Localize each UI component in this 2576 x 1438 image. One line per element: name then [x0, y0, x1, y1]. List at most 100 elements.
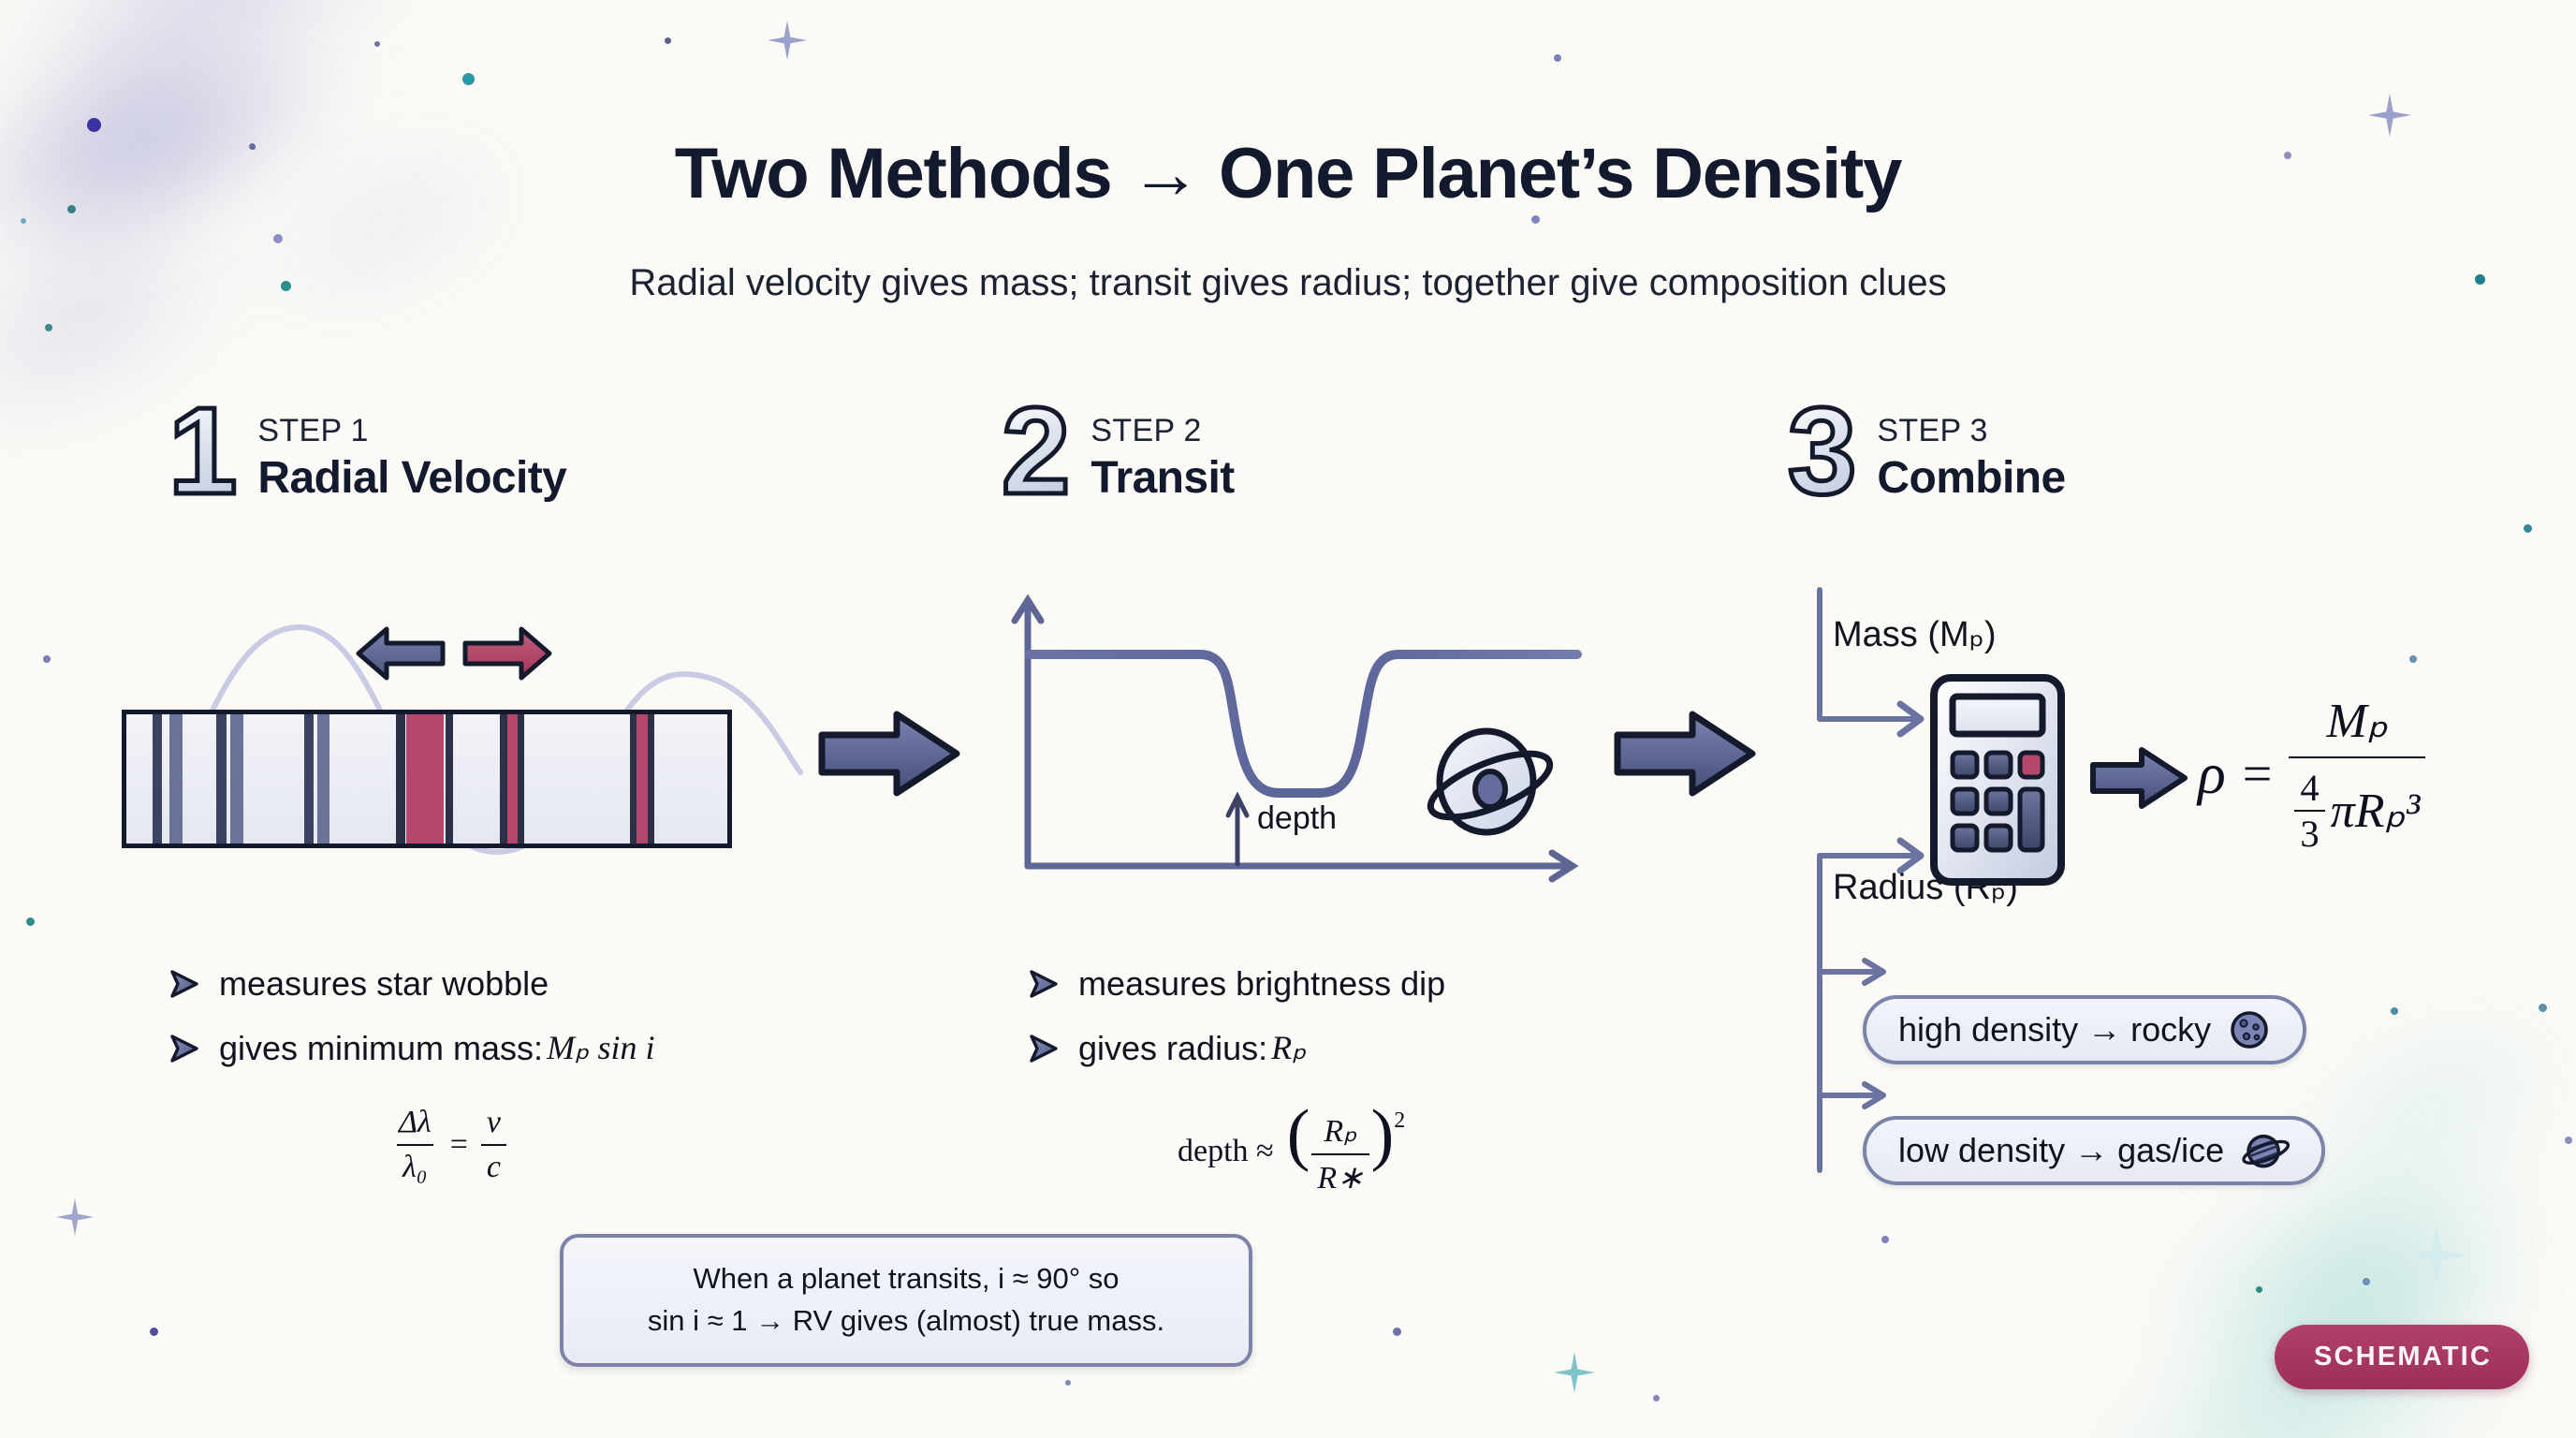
list-item: gives radius: Rₚ	[1026, 1029, 1681, 1067]
rocky-planet-icon	[2228, 1008, 2271, 1051]
star-dot	[273, 234, 283, 243]
callout-box: When a planet transits, i ≈ 90° so sin i…	[560, 1234, 1252, 1367]
density-denominator: 4 3 πRₚ³	[2289, 756, 2426, 856]
absorption-line-red	[648, 714, 654, 844]
outcome-label-low-density: low density → gas/ice	[1898, 1131, 2225, 1169]
four-over-three-num: 4	[2300, 767, 2320, 809]
y-axis	[1011, 594, 1045, 870]
bullet-text: gives radius:	[1078, 1029, 1268, 1068]
density-formula: ρ = Mₚ 4 3 πRₚ³	[2198, 693, 2426, 856]
depth-marker	[1225, 791, 1250, 867]
radius-planet-symbol: Rₚ	[1324, 1114, 1357, 1149]
sparkle-icon	[2406, 1225, 2467, 1286]
list-item: gives minimum mass: Mₚ sin i	[167, 1029, 822, 1067]
bullet-math: Mₚ sin i	[547, 1029, 655, 1067]
flow-arrow-step2-to-step3	[1614, 711, 1756, 797]
bullet-text: measures brightness dip	[1078, 964, 1446, 1003]
step-kicker-2: STEP 2	[1090, 413, 1202, 448]
page-title: Two Methods → One Planet’s Density	[674, 134, 1903, 213]
star-dot	[1393, 1328, 1401, 1336]
density-symbol: ρ	[2198, 741, 2226, 806]
speed-of-light-symbol: c	[480, 1144, 506, 1185]
star-dot	[2256, 1286, 2262, 1293]
step-kicker-3: STEP 3	[1877, 413, 1988, 448]
equals-sign: =	[2242, 745, 2273, 803]
pi-r-cubed: πRₚ³	[2330, 785, 2421, 838]
star-dot	[2363, 1278, 2370, 1285]
density-numerator: Mₚ	[2326, 695, 2389, 748]
star-dot	[665, 37, 671, 44]
step-number-2: 2	[999, 382, 1072, 520]
absorption-line-red	[637, 714, 648, 844]
absorption-line-red	[396, 714, 405, 844]
velocity-symbol: v	[486, 1105, 501, 1139]
star-dot	[45, 324, 52, 331]
exponent-two: 2	[1394, 1108, 1406, 1133]
callout-line-2: sin i ≈ 1 → RV gives (almost) true mass.	[647, 1303, 1165, 1337]
x-axis	[1024, 849, 1579, 883]
callout-line-1: When a planet transits, i ≈ 90° so	[693, 1262, 1120, 1295]
delta-lambda: Δλ	[399, 1105, 432, 1139]
bullet-triangle-icon	[167, 967, 200, 1001]
status-badge: SCHEMATIC	[2275, 1325, 2530, 1389]
star-dot	[374, 41, 380, 47]
flow-arrow-step1-to-step2	[818, 711, 960, 797]
step-title-2: Transit	[1090, 453, 1235, 504]
step1-bullet-list: measures star wobble gives minimum mass:…	[167, 964, 822, 1094]
bullet-text: measures star wobble	[219, 964, 549, 1003]
spectrum-diagram	[122, 571, 805, 871]
star-dot	[2565, 1137, 2572, 1144]
step2-bullet-list: measures brightness dip gives radius: Rₚ	[1026, 964, 1681, 1094]
bullet-text: gives minimum mass:	[219, 1029, 544, 1068]
star-dot	[1881, 1236, 1889, 1243]
step-header-1: 1 STEP 1 Radial Velocity	[166, 387, 567, 515]
page-subtitle: Radial velocity gives mass; transit give…	[629, 262, 1947, 303]
four-over-three-den: 3	[2294, 810, 2325, 856]
bullet-math: Rₚ	[1271, 1029, 1307, 1067]
bullet-triangle-icon	[1026, 1032, 1060, 1065]
list-item: measures star wobble	[167, 964, 822, 1003]
absorption-line-blue	[317, 714, 329, 844]
step-number-3: 3	[1785, 382, 1858, 520]
calculator-to-formula-arrow	[2090, 747, 2188, 809]
transit-lightcurve-diagram: depth	[992, 576, 1591, 885]
list-item: measures brightness dip	[1026, 964, 1681, 1003]
gas-giant-icon	[2241, 1128, 2291, 1173]
absorption-line-blue	[153, 714, 162, 844]
radius-star-symbol: R∗	[1311, 1153, 1369, 1196]
absorption-line-blue	[230, 714, 243, 844]
depth-approx-lead: depth ≈	[1178, 1134, 1274, 1168]
absorption-line-blue	[169, 714, 183, 844]
calculator-icon	[1930, 674, 2065, 886]
star-dot	[150, 1328, 158, 1336]
doppler-shift-arrows	[356, 626, 552, 681]
absorption-line-red	[518, 714, 524, 844]
absorption-line-red	[630, 714, 637, 844]
ringed-planet-icon	[1427, 727, 1554, 836]
outcome-pill-high-density[interactable]: high density → rocky	[1863, 995, 2307, 1064]
lambda-zero: λ₀	[397, 1144, 433, 1185]
step-title-1: Radial Velocity	[257, 453, 567, 504]
equals-sign: =	[449, 1127, 468, 1162]
absorption-line-red	[406, 714, 444, 844]
redshift-arrow	[462, 626, 552, 681]
star-dot	[1554, 54, 1561, 62]
absorption-line-blue	[216, 714, 227, 844]
star-dot	[462, 73, 475, 85]
sparkle-icon	[1554, 1352, 1595, 1393]
star-dot	[43, 655, 51, 663]
outcome-label-high-density: high density → rocky	[1898, 1010, 2212, 1049]
absorption-line-blue	[304, 714, 314, 844]
transit-depth-formula: depth ≈ ( Rₚ R∗ ) 2	[1178, 1096, 1406, 1196]
absorption-line-red	[500, 714, 507, 844]
absorption-line-red	[446, 714, 453, 844]
bullet-triangle-icon	[167, 1032, 200, 1065]
star-dot	[1531, 215, 1540, 224]
mass-input-label: Mass (Mₚ)	[1833, 615, 1997, 654]
star-dot	[2524, 524, 2532, 533]
star-dot	[2539, 1004, 2547, 1012]
star-dot	[26, 917, 35, 926]
absorption-line-red	[507, 714, 518, 844]
outcome-pill-low-density[interactable]: low density → gas/ice	[1863, 1116, 2326, 1185]
